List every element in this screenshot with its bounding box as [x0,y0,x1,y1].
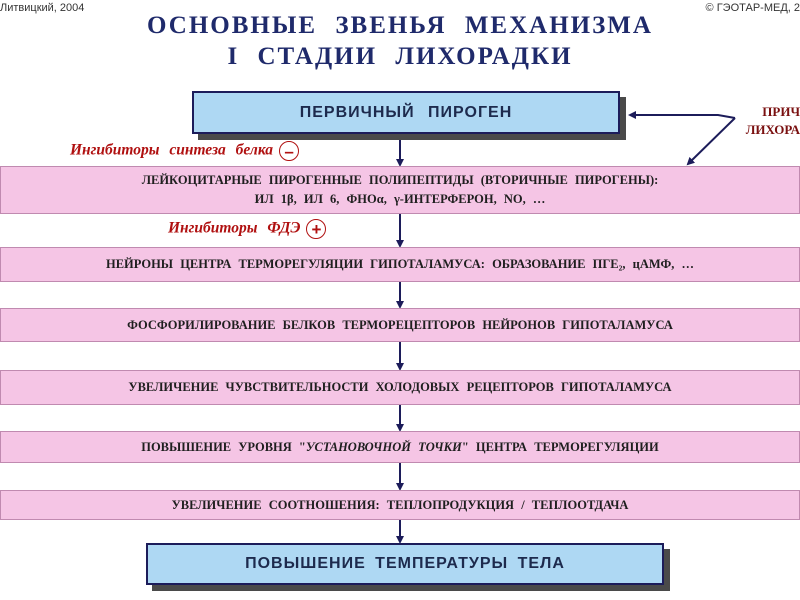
plus-icon: + [306,219,327,239]
step-heat-ratio: УВЕЛИЧЕНИЕ СООТНОШЕНИЯ: ТЕПЛОПРОДУКЦИЯ /… [0,490,800,520]
step-hypothalamus-neurons-label: НЕЙРОНЫ ЦЕНТРА ТЕРМОРЕГУЛЯЦИИ ГИПОТАЛАМУ… [106,257,694,271]
inhibitor-protein-synthesis-label: Ингибиторы синтеза белка [70,141,274,159]
arrow-causes-to-step1 [686,117,736,166]
step-secondary-pyrogens-line1: ЛЕЙКОЦИТАРНЫЕ ПИРОГЕННЫЕ ПОЛИПЕПТИДЫ (ВТ… [141,173,659,187]
step-hypothalamus-neurons: НЕЙРОНЫ ЦЕНТРА ТЕРМОРЕГУЛЯЦИИ ГИПОТАЛАМУ… [0,247,800,282]
primary-pyrogen-box: ПЕРВИЧНЫЙ ПИРОГЕН [192,91,620,134]
step-heat-ratio-label: УВЕЛИЧЕНИЕ СООТНОШЕНИЯ: ТЕПЛОПРОДУКЦИЯ /… [171,497,629,512]
causes-label-line2: ЛИХОРА [745,122,800,137]
page-title-line1: ОСНОВНЫЕ ЗВЕНЬЯ МЕХАНИЗМА [147,12,653,39]
step-phosphorylation-label: ФОСФОРИЛИРОВАНИЕ БЕЛКОВ ТЕРМОРЕЦЕПТОРОВ … [127,317,673,332]
result-temperature-label: ПОВЫШЕНИЕ ТЕМПЕРАТУРЫ ТЕЛА [245,555,565,572]
step-set-point-label: ПОВЫШЕНИЕ УРОВНЯ "УСТАНОВОЧНОЙ ТОЧКИ" ЦЕ… [141,439,659,454]
step-phosphorylation: ФОСФОРИЛИРОВАНИЕ БЕЛКОВ ТЕРМОРЕЦЕПТОРОВ … [0,308,800,342]
inhibitor-pde-label: Ингибиторы ФДЭ [168,219,301,237]
inhibitor-protein-synthesis: Ингибиторы синтеза белка– [70,141,300,161]
causes-label: ПРИЧ ЛИХОРА [746,103,800,139]
step-cold-receptor-sensitivity: УВЕЛИЧЕНИЕ ЧУВСТВИТЕЛЬНОСТИ ХОЛОДОВЫХ РЕ… [0,370,800,405]
result-temperature-box: ПОВЫШЕНИЕ ТЕМПЕРАТУРЫ ТЕЛА [146,543,664,585]
page-title-line2: I СТАДИИ ЛИХОРАДКИ [227,43,573,70]
arrow-causes-to-primary [628,111,736,119]
step-secondary-pyrogens-line2: ИЛ 1β, ИЛ 6, ФНОα, γ-ИНТЕРФЕРОН, NO, … [254,192,546,206]
step-secondary-pyrogens: ЛЕЙКОЦИТАРНЫЕ ПИРОГЕННЫЕ ПОЛИПЕПТИДЫ (ВТ… [0,166,800,214]
minus-icon: – [279,141,300,161]
copyright-right: © ГЭОТАР-МЕД, 2 [705,2,800,14]
step-cold-receptor-sensitivity-label: УВЕЛИЧЕНИЕ ЧУВСТВИТЕЛЬНОСТИ ХОЛОДОВЫХ РЕ… [128,380,672,394]
inhibitor-pde: Ингибиторы ФДЭ + [168,219,327,239]
step-set-point: ПОВЫШЕНИЕ УРОВНЯ "УСТАНОВОЧНОЙ ТОЧКИ" ЦЕ… [0,431,800,463]
causes-label-line1: ПРИЧ [762,104,800,119]
copyright-left: Литвицкий, 2004 [0,2,85,14]
primary-pyrogen-label: ПЕРВИЧНЫЙ ПИРОГЕН [299,103,513,121]
